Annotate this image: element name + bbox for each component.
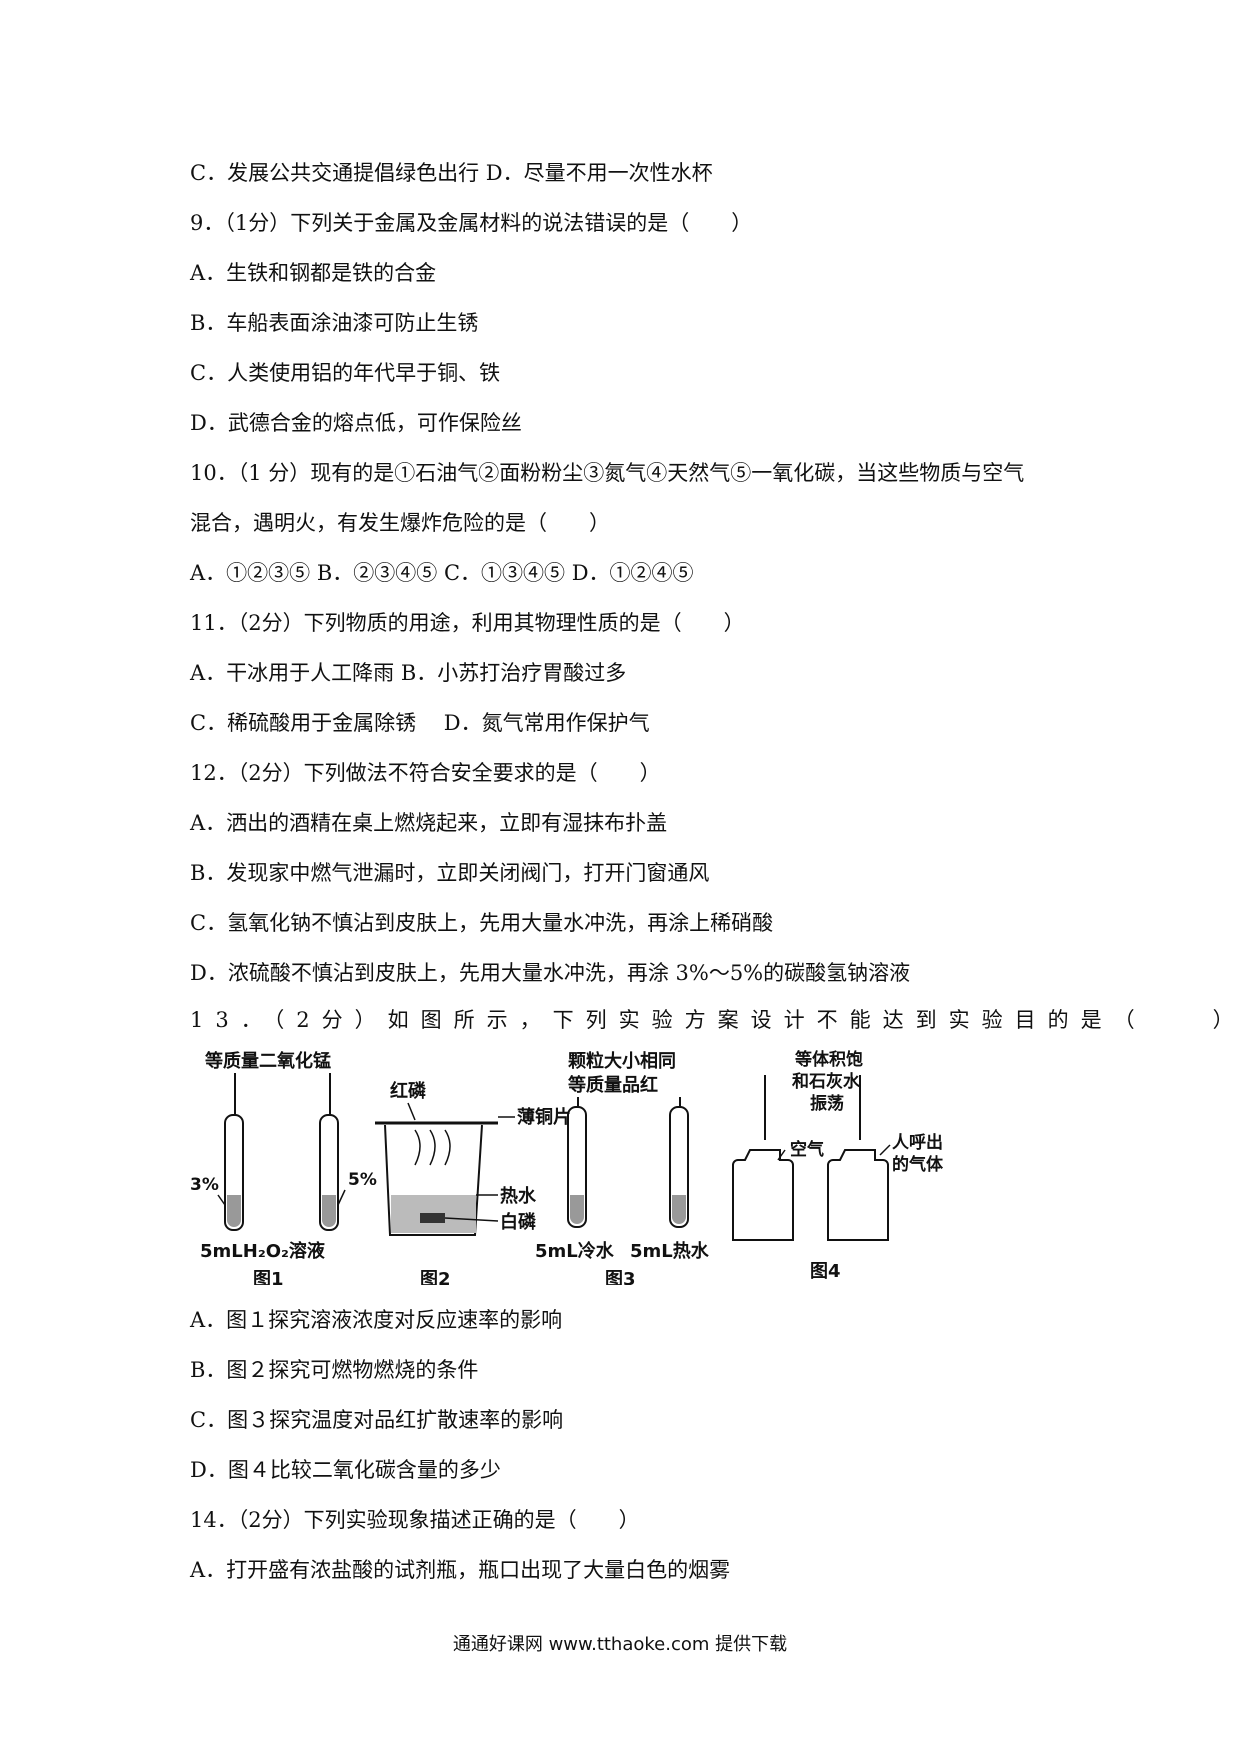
fig4-top-label-1: 等体积饱: [795, 1049, 863, 1070]
experiment-figures: 等质量二氧化锰 3% 5% 5mLH₂O₂溶液 图1 红磷 薄铜片: [180, 1045, 1080, 1285]
fig3-caption: 图3: [605, 1269, 636, 1285]
question-10-cont: 混合，遇明火，有发生爆炸危险的是（ ）: [190, 511, 610, 535]
option-12d: D．浓硫酸不慎沾到皮肤上，先用大量水冲洗，再涂 3%～5%的碳酸氢钠溶液: [190, 961, 911, 985]
option-13d: D．图４比较二氧化碳含量的多少: [190, 1458, 501, 1482]
fig4-top-label-3: 振荡: [810, 1093, 844, 1114]
options-11-ab: A．干冰用于人工降雨 B．小苏打治疗胃酸过多: [190, 661, 627, 685]
fig1-bottom-label: 5mLH₂O₂溶液: [200, 1240, 326, 1262]
beaker: [384, 1124, 483, 1236]
figure-3: 颗粒大小相同 等质量品红 5mL冷水 5mL热水 图3: [535, 1050, 710, 1285]
fig3-hot-label: 5mL热水: [630, 1240, 710, 1262]
fig4-breath-label-1: 人呼出: [892, 1132, 943, 1153]
option-13a: A．图１探究溶液浓度对反应速率的影响: [190, 1308, 563, 1332]
fig1-top-label: 等质量二氧化锰: [205, 1050, 331, 1072]
bottle-air: [732, 1149, 794, 1241]
option-12a: A．洒出的酒精在桌上燃烧起来，立即有湿抹布扑盖: [190, 811, 668, 835]
option-13b: B．图２探究可燃物燃烧的条件: [190, 1358, 479, 1382]
options-10: A．①②③⑤ B．②③④⑤ C．①③④⑤ D．①②④⑤: [190, 561, 694, 585]
fig2-hot-water-label: 热水: [500, 1185, 537, 1207]
text-line: C．发展公共交通提倡绿色出行 D．尽量不用一次性水杯: [190, 161, 713, 185]
fig2-white-phosphorus-label: 白磷: [500, 1211, 537, 1233]
options-11-cd: C．稀硫酸用于金属除锈 D．氮气常用作保护气: [190, 711, 650, 735]
question-13: 13．（2分）如图所示，下列实验方案设计不能达到实验目的是（ ）: [190, 1008, 1240, 1032]
figures-svg: 等质量二氧化锰 3% 5% 5mLH₂O₂溶液 图1 红磷 薄铜片: [190, 1049, 944, 1285]
fig3-top-label-1: 颗粒大小相同: [568, 1050, 676, 1072]
fig4-breath-label-2: 的气体: [892, 1154, 944, 1175]
fig1-left-percent: 3%: [190, 1175, 219, 1195]
test-tube-hot: [669, 1106, 689, 1228]
figure-2: 红磷 薄铜片 热水 白磷 图2: [375, 1080, 571, 1285]
fig1-right-percent: 5%: [348, 1170, 377, 1190]
option-13c: C．图３探究温度对品红扩散速率的影响: [190, 1408, 564, 1432]
fig2-caption: 图2: [420, 1269, 451, 1285]
fig3-top-label-2: 等质量品红: [568, 1074, 658, 1096]
question-11: 11．（2分）下列物质的用途，利用其物理性质的是（ ）: [190, 611, 745, 635]
white-phosphorus: [420, 1213, 445, 1223]
footer-watermark: 通通好课网 www.tthaoke.com 提供下载: [452, 1634, 788, 1655]
option-9b: B．车船表面涂油漆可防止生锈: [190, 311, 479, 335]
question-12: 12．（2分）下列做法不符合安全要求的是（ ）: [190, 761, 661, 785]
question-9: 9．（1分）下列关于金属及金属材料的说法错误的是（ ）: [190, 211, 753, 235]
fig4-caption: 图4: [810, 1261, 841, 1282]
test-tube-1: [224, 1114, 244, 1231]
fig2-copper-label: 薄铜片: [517, 1106, 571, 1128]
fig1-caption: 图1: [253, 1269, 284, 1285]
test-tube-cold: [567, 1106, 587, 1228]
figure-4: 等体积饱 和石灰水 振荡 空气 人呼出 的气体 图4: [732, 1049, 944, 1282]
figure-1: 等质量二氧化锰 3% 5% 5mLH₂O₂溶液 图1: [190, 1050, 377, 1285]
option-9a: A．生铁和钢都是铁的合金: [190, 261, 437, 285]
fig3-cold-label: 5mL冷水: [535, 1240, 615, 1262]
question-14: 14．（2分）下列实验现象描述正确的是（ ）: [190, 1508, 640, 1532]
test-tube-2: [319, 1114, 339, 1231]
option-9c: C．人类使用铝的年代早于铜、铁: [190, 361, 501, 385]
question-10: 10．（1 分）现有的是①石油气②面粉粉尘③氮气④天然气⑤一氧化碳，当这些物质与…: [190, 461, 1025, 485]
option-12c: C．氢氧化钠不慎沾到皮肤上，先用大量水冲洗，再涂上稀硝酸: [190, 911, 774, 935]
option-12b: B．发现家中燃气泄漏时，立即关闭阀门，打开门窗通风: [190, 861, 710, 885]
option-14a: A．打开盛有浓盐酸的试剂瓶，瓶口出现了大量白色的烟雾: [190, 1558, 731, 1582]
fig2-red-phosphorus-label: 红磷: [390, 1080, 427, 1102]
fig4-top-label-2: 和石灰水: [792, 1071, 861, 1092]
fig4-air-label: 空气: [790, 1139, 824, 1160]
bottle-breath: [827, 1149, 889, 1241]
option-9d: D．武德合金的熔点低，可作保险丝: [190, 411, 522, 435]
